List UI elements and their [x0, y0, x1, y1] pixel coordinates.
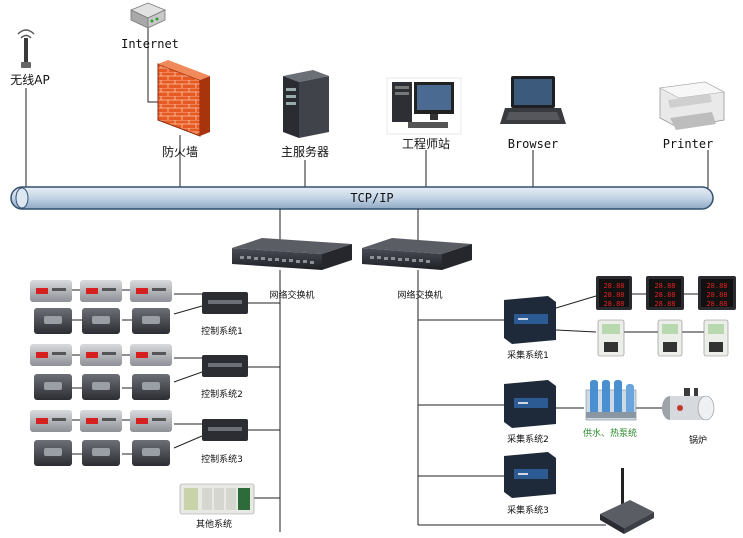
firewall-icon — [157, 60, 210, 137]
other-system: 其他系统 — [179, 483, 255, 530]
firewall: 防火墙 — [157, 60, 210, 159]
energy-meter — [703, 319, 729, 357]
bus-label: TCP/IP — [350, 191, 393, 205]
meter-readout: 28.88 — [654, 300, 675, 308]
meter-readout: 28.88 — [654, 291, 675, 299]
controller-module — [80, 344, 122, 366]
control-system-2: 控制系统2 — [201, 355, 248, 400]
controller-module — [130, 280, 172, 302]
io-module — [132, 308, 170, 334]
gateway-icon — [600, 468, 654, 534]
io-module — [34, 374, 72, 400]
wireless-ap: 无线AP — [10, 29, 50, 87]
main-server-label: 主服务器 — [281, 144, 329, 159]
engineer-station-label: 工程师站 — [402, 136, 450, 151]
power-meters: 28.88 28.88 28.88 28.88 28.88 28.88 28.8… — [596, 276, 736, 310]
controller-module — [30, 280, 72, 302]
tcpip-bus: TCP/IP — [10, 186, 714, 210]
workstation-icon — [386, 77, 462, 135]
router-icon — [130, 2, 166, 29]
switch-links — [279, 209, 419, 240]
internet-router: Internet — [121, 2, 179, 51]
control-modules — [30, 280, 172, 466]
io-module — [82, 374, 120, 400]
acquisition-unit-icon — [504, 296, 556, 344]
boiler: 锅炉 — [662, 388, 715, 446]
acquisition-system-label: 采集系统1 — [507, 349, 549, 361]
wireless-gateway — [600, 468, 654, 534]
power-meter: 28.88 28.88 28.88 — [646, 276, 684, 310]
water-treatment-icon — [585, 380, 637, 421]
io-module — [34, 308, 72, 334]
io-module — [132, 440, 170, 466]
switch-right: 网络交换机 — [362, 238, 472, 301]
laptop-icon — [500, 76, 566, 124]
wireless-ap-label: 无线AP — [10, 73, 49, 87]
printer: Printer — [659, 81, 725, 151]
server-tower-icon — [283, 70, 329, 138]
switch-left-label: 网络交换机 — [269, 289, 314, 301]
meter-readout: 28.88 — [706, 291, 727, 299]
control-trunk — [72, 270, 281, 532]
browser-laptop: Browser — [500, 76, 566, 151]
engineer-station: 工程师站 — [386, 77, 462, 151]
water-pump-system: 供水、热泵统 — [583, 380, 637, 439]
control-system-3: 控制系统3 — [201, 419, 248, 465]
io-module — [82, 440, 120, 466]
internet-label: Internet — [121, 37, 179, 51]
control-unit-icon — [202, 355, 248, 377]
io-module — [82, 308, 120, 334]
io-module — [34, 440, 72, 466]
printer-icon — [659, 81, 725, 130]
controller-module — [80, 280, 122, 302]
water-pump-label: 供水、热泵统 — [583, 427, 637, 439]
antenna-icon — [17, 29, 35, 68]
switch-icon — [232, 238, 352, 270]
acquisition-system-1: 采集系统1 — [504, 296, 556, 361]
control-system-1: 控制系统1 — [201, 292, 248, 337]
switch-icon — [362, 238, 472, 270]
acquisition-unit-icon — [504, 452, 556, 498]
switch-left: 网络交换机 — [232, 238, 352, 301]
meter-readout: 28.88 — [603, 300, 624, 308]
acquisition-trunk — [417, 270, 704, 526]
main-server: 主服务器 — [281, 70, 329, 159]
meter-readout: 28.88 — [603, 291, 624, 299]
meter-readout: 28.88 — [706, 300, 727, 308]
meter-readout: 28.88 — [654, 282, 675, 290]
energy-meter — [597, 319, 625, 357]
switch-right-label: 网络交换机 — [397, 289, 442, 301]
power-meter: 28.88 28.88 28.88 — [698, 276, 736, 310]
controller-module — [80, 410, 122, 432]
controller-module — [30, 410, 72, 432]
other-system-label: 其他系统 — [196, 518, 232, 530]
acquisition-system-2: 采集系统2 — [504, 380, 556, 445]
controller-module — [130, 410, 172, 432]
firewall-label: 防火墙 — [162, 144, 198, 159]
meter-readout: 28.88 — [603, 282, 624, 290]
boiler-label: 锅炉 — [689, 434, 707, 446]
acquisition-system-label: 采集系统3 — [507, 504, 549, 516]
boiler-icon — [662, 388, 715, 421]
control-system-label: 控制系统1 — [201, 325, 243, 337]
acquisition-system-3: 采集系统3 — [504, 452, 556, 516]
energy-meters — [597, 319, 729, 357]
power-meter: 28.88 28.88 28.88 — [596, 276, 632, 310]
acquisition-system-label: 采集系统2 — [507, 433, 549, 445]
control-unit-icon — [202, 292, 248, 314]
control-system-label: 控制系统2 — [201, 388, 243, 400]
plc-icon — [179, 483, 255, 515]
control-unit-icon — [202, 419, 248, 441]
browser-label: Browser — [508, 137, 559, 151]
controller-module — [130, 344, 172, 366]
meter-readout: 28.88 — [706, 282, 727, 290]
acquisition-unit-icon — [504, 380, 556, 428]
control-system-label: 控制系统3 — [201, 453, 243, 465]
energy-meter — [657, 319, 683, 357]
top-links — [25, 22, 709, 188]
printer-label: Printer — [663, 137, 714, 151]
controller-module — [30, 344, 72, 366]
io-module — [132, 374, 170, 400]
